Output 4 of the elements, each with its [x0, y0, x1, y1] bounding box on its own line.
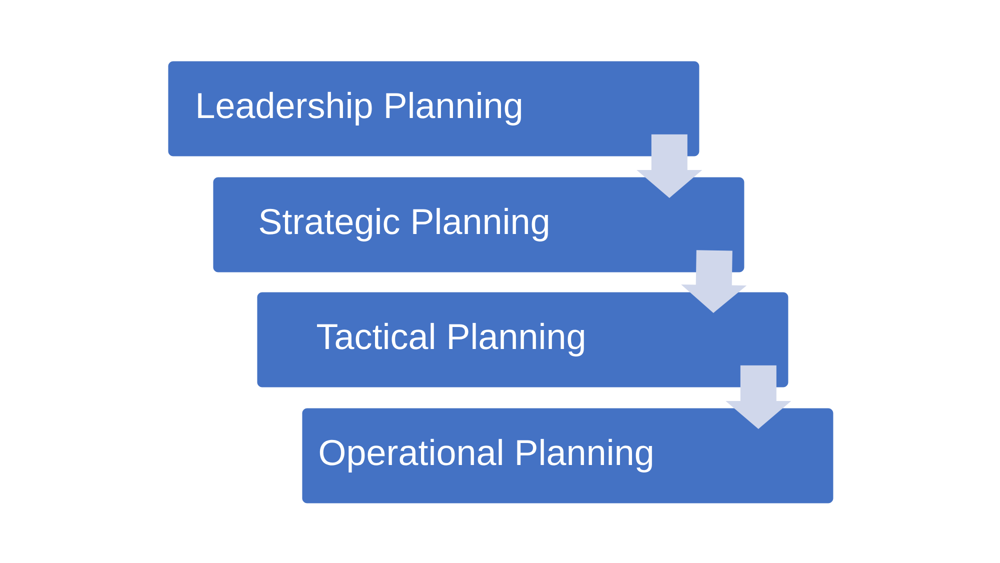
process-box: Operational Planning	[302, 408, 834, 504]
process-box: Leadership Planning	[168, 61, 700, 156]
process-box: Strategic Planning	[213, 177, 744, 272]
process-box: Tactical Planning	[257, 292, 788, 388]
